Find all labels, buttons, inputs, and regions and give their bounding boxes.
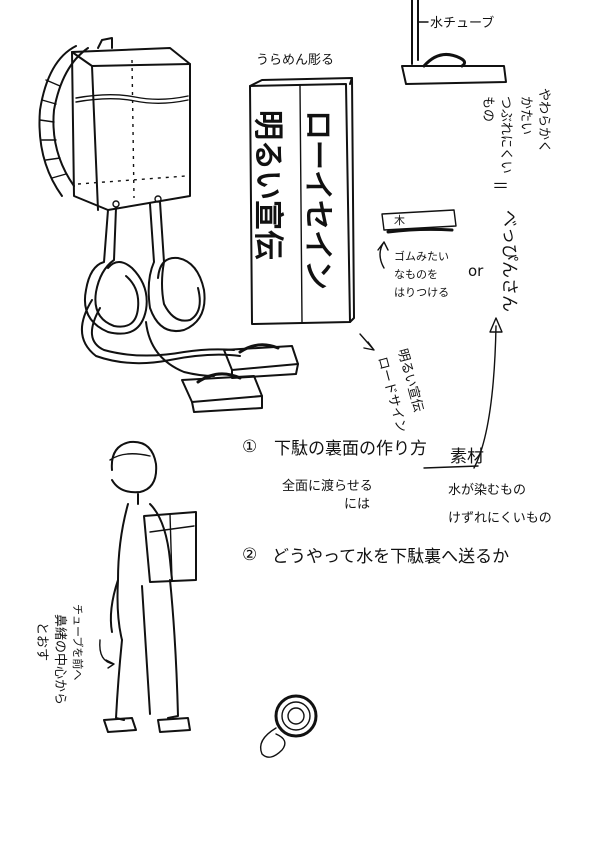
urameniri-label: うらめん彫る [256,53,334,68]
water-tube-label: 水チューブ [430,15,494,31]
rubber-note-2: なものを [394,268,438,281]
soft-note-4: もの [480,96,495,122]
item1-water-1: 水が染むもの [448,483,526,498]
item1-underline [423,465,479,469]
road-sign-arrow [359,333,375,351]
item1-water-2: けずれにくいもの [448,511,552,526]
item1-sub-1: 全面に渡らせる [282,478,373,494]
geta-sandal-1 [223,343,299,379]
beppin-label: べっぴんさん [499,210,519,312]
wood-label: 木 [394,214,405,227]
soft-note-2: かたい [518,96,533,135]
tube-cross-section [401,0,507,85]
or-label: or [468,262,484,280]
tube-note-2: 鼻緒の中心から [52,614,68,705]
coiled-tube-scribble [259,694,318,758]
geta-sandal-2 [181,372,263,413]
tube-note-3: とおす [34,622,49,661]
item1-text: 下駄の裏面の作り方 [274,438,427,459]
item1-material: 素材 [450,447,484,467]
road-sign-board: 明るい宣伝 ローイセイン [249,77,355,325]
backpack-strap [38,45,89,197]
item2-number: ② [242,545,257,565]
item1-sub-2: には [344,497,370,512]
wood-rubber-detail [381,209,457,234]
person-figure [103,440,197,733]
equals-sign: ＝ [492,177,509,197]
item1-number: ① [242,437,257,457]
up-arrow [473,317,503,469]
sign-text-left: 明るい宣伝 [250,110,285,260]
water-tank [71,37,191,211]
item2-text: どうやって水を下駄裏へ送るか [272,546,509,567]
soft-note-1: やわらかく [536,88,551,153]
person-tube-arrow [99,639,115,669]
rubber-arrow [377,241,389,269]
tube-note-1: チューブを前へ [71,604,85,680]
rubber-note-3: はりつける [394,286,449,299]
rubber-note-1: ゴムみたい [394,249,449,263]
soft-note-3: つぶれにくい [498,96,513,174]
sign-text-right: ローイセイン [300,110,335,290]
water-tubes [80,201,241,377]
